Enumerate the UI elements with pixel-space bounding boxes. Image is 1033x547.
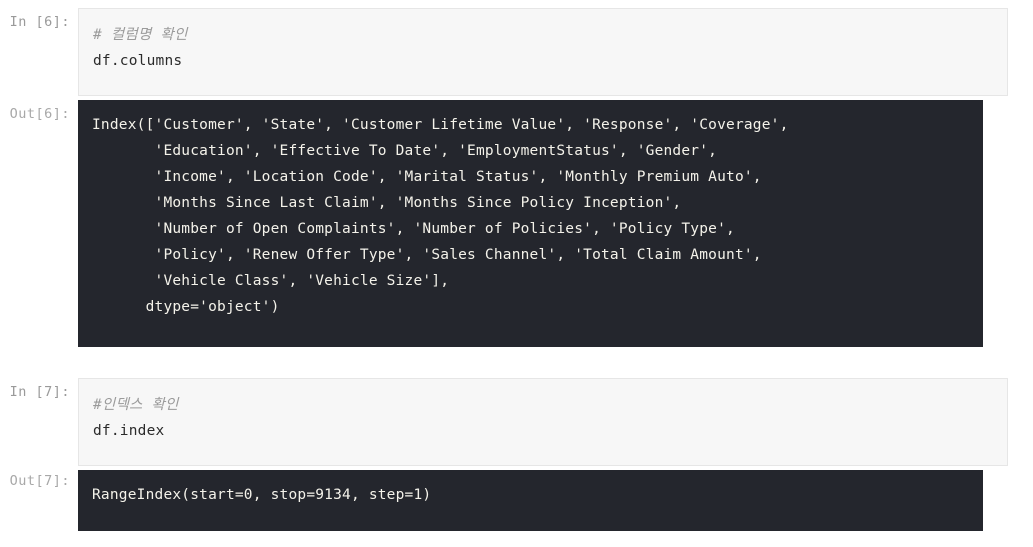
output-line: 'Policy', 'Renew Offer Type', 'Sales Cha… [92, 247, 762, 263]
output-line: RangeIndex(start=0, stop=9134, step=1) [92, 487, 432, 503]
code-comment-line: #인덱스 확인 [93, 397, 179, 413]
output-line: 'Months Since Last Claim', 'Months Since… [92, 195, 682, 211]
output-prompt-label: Out[7]: [9, 473, 70, 489]
code-input-area[interactable]: # 컬럼명 확인 df.columns [78, 8, 1008, 96]
code-output-area: Index(['Customer', 'State', 'Customer Li… [78, 100, 983, 347]
code-statement-line: df.columns [93, 53, 183, 69]
code-input-area[interactable]: #인덱스 확인 df.index [78, 378, 1008, 466]
output-line: 'Vehicle Class', 'Vehicle Size'], [92, 273, 450, 289]
output-line: 'Income', 'Location Code', 'Marital Stat… [92, 169, 762, 185]
code-comment-line: # 컬럼명 확인 [93, 27, 188, 43]
output-line: dtype='object') [92, 299, 280, 315]
output-line: 'Education', 'Effective To Date', 'Emplo… [92, 143, 718, 159]
input-prompt-label: In [6]: [9, 14, 70, 30]
code-output-area: RangeIndex(start=0, stop=9134, step=1) [78, 470, 983, 531]
output-line: Index(['Customer', 'State', 'Customer Li… [92, 117, 789, 133]
notebook-cell-2[interactable]: In [7]: #인덱스 확인 df.index Out[7]: RangeIn… [0, 370, 1033, 547]
output-line: 'Number of Open Complaints', 'Number of … [92, 221, 735, 237]
notebook-cell-1[interactable]: In [6]: # 컬럼명 확인 df.columns Out[6]: Inde… [0, 0, 1033, 370]
input-prompt-label: In [7]: [9, 384, 70, 400]
output-prompt-label: Out[6]: [9, 106, 70, 122]
code-statement-line: df.index [93, 423, 165, 439]
